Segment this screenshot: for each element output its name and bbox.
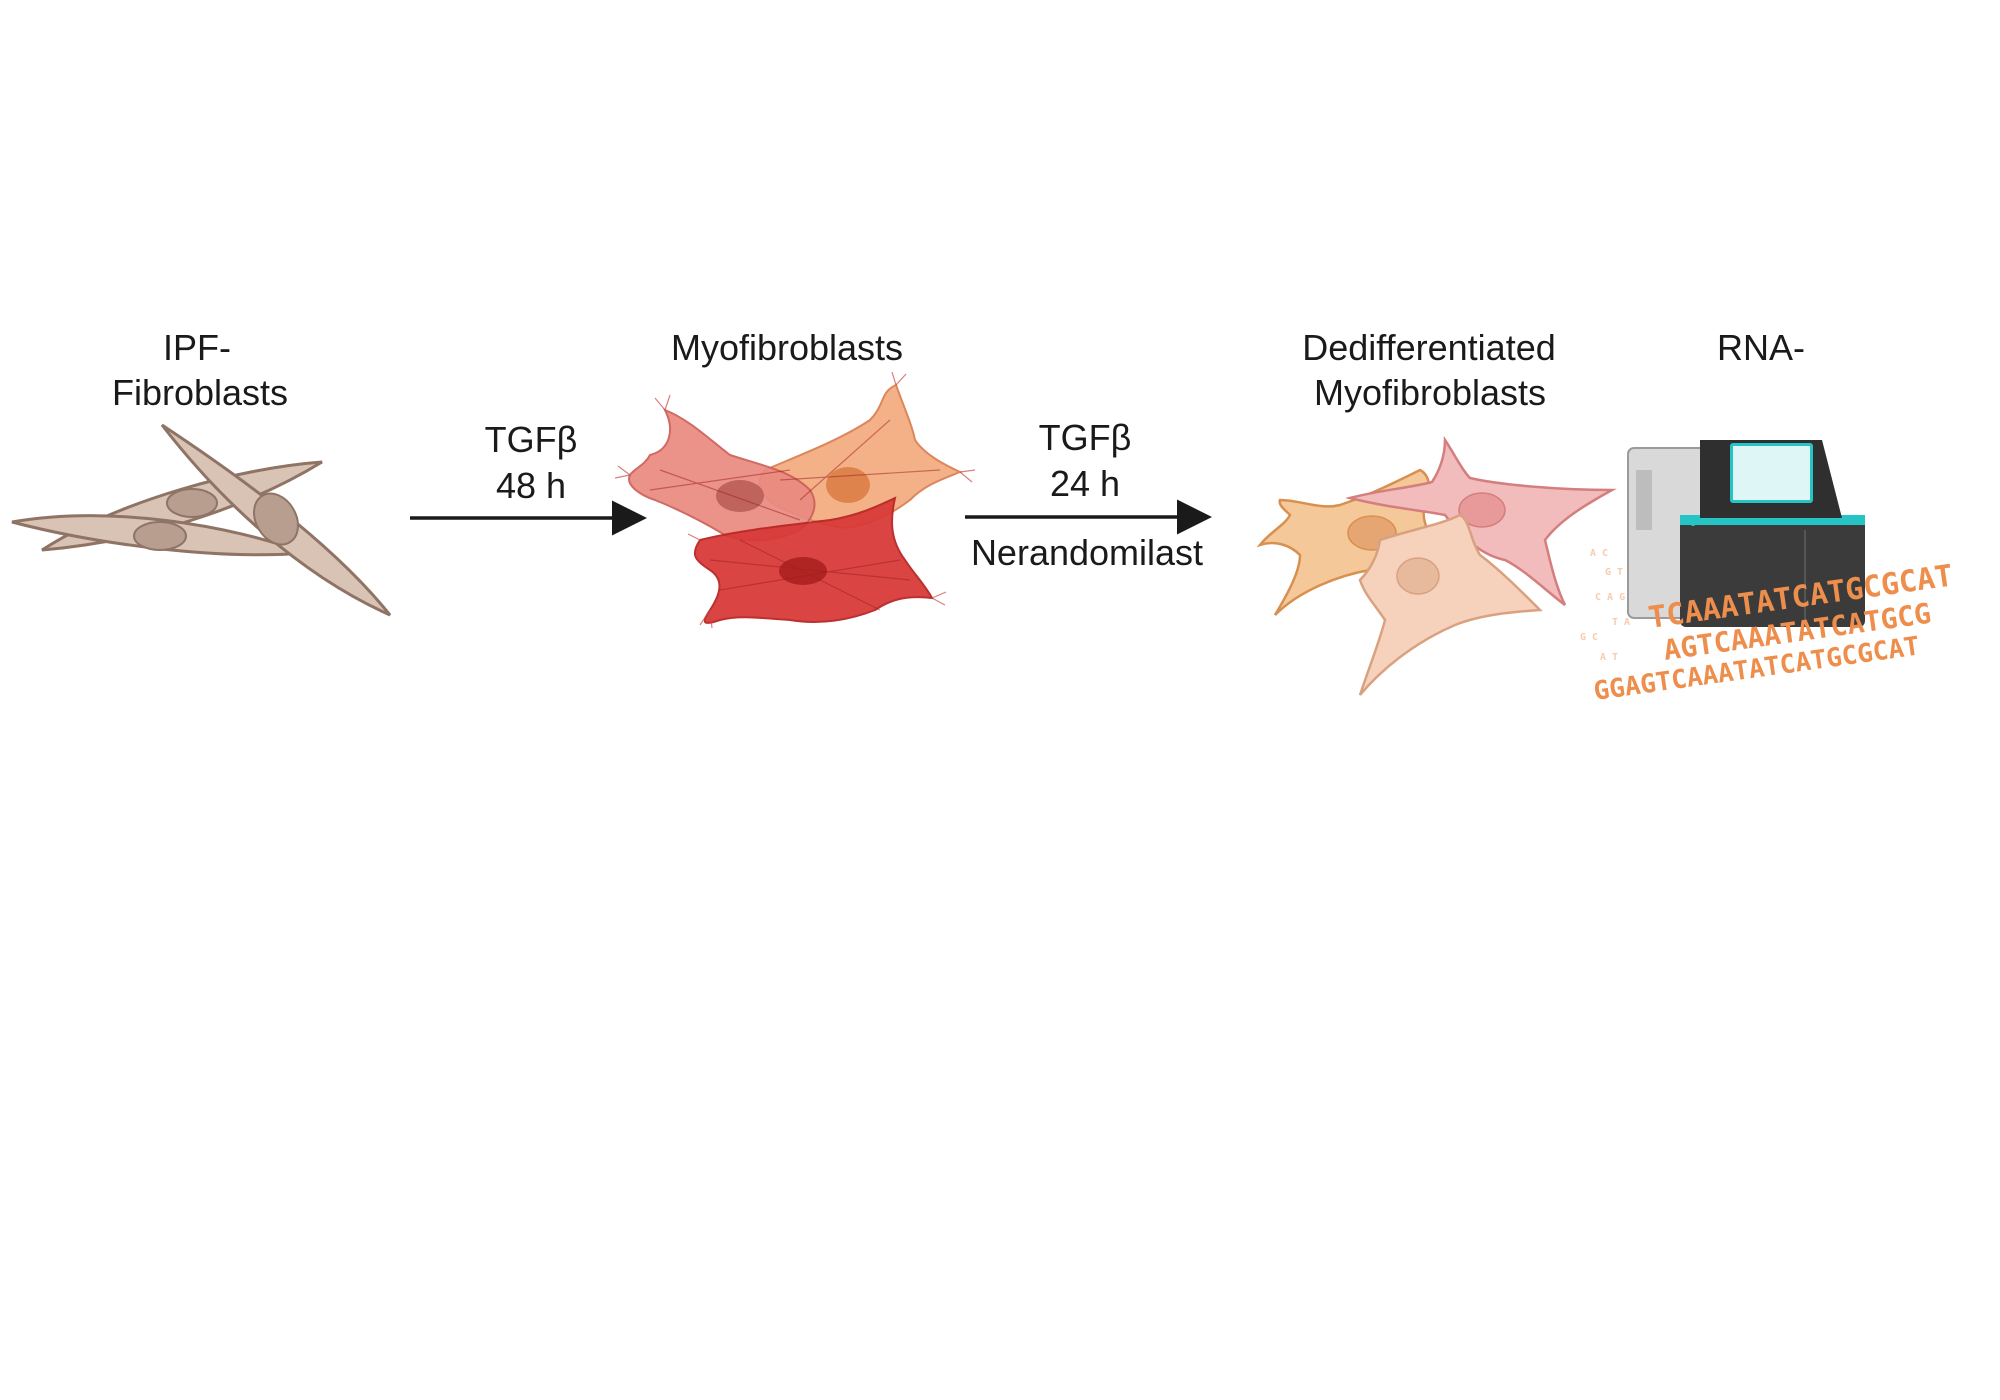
fibroblast-cell-icon: [11, 423, 392, 617]
arrow1-label-line2: 48 h: [496, 465, 566, 506]
svg-text:A T: A T: [1600, 652, 1618, 663]
myofibroblast-cell-icon: [614, 371, 976, 629]
stage-label-ipf-line1: IPF-: [163, 327, 231, 368]
svg-text:C A G: C A G: [1595, 592, 1625, 603]
arrow2-sub-label: Nerandomilast: [971, 532, 1203, 573]
arrow2-label-line1: TGFβ: [1039, 417, 1132, 458]
sequencer-icon: [1627, 440, 1865, 627]
svg-text:G C: G C: [1580, 632, 1598, 643]
svg-text:T A: T A: [1612, 617, 1630, 628]
stage-label-dediff-line2: Myofibroblasts: [1314, 372, 1546, 413]
stage-label-rna: RNA-: [1717, 327, 1805, 368]
dedifferentiated-cell-icon: [1256, 435, 1617, 696]
stage-label-ipf-line2: Fibroblasts: [112, 372, 288, 413]
arrow1-label-line1: TGFβ: [485, 419, 578, 460]
arrow2-label-line2: 24 h: [1050, 463, 1120, 504]
stage-label-myofibroblasts: Myofibroblasts: [671, 327, 903, 368]
svg-text:G T: G T: [1605, 567, 1623, 578]
stage-label-dediff-line1: Dedifferentiated: [1302, 327, 1556, 368]
svg-text:A C: A C: [1590, 548, 1608, 559]
